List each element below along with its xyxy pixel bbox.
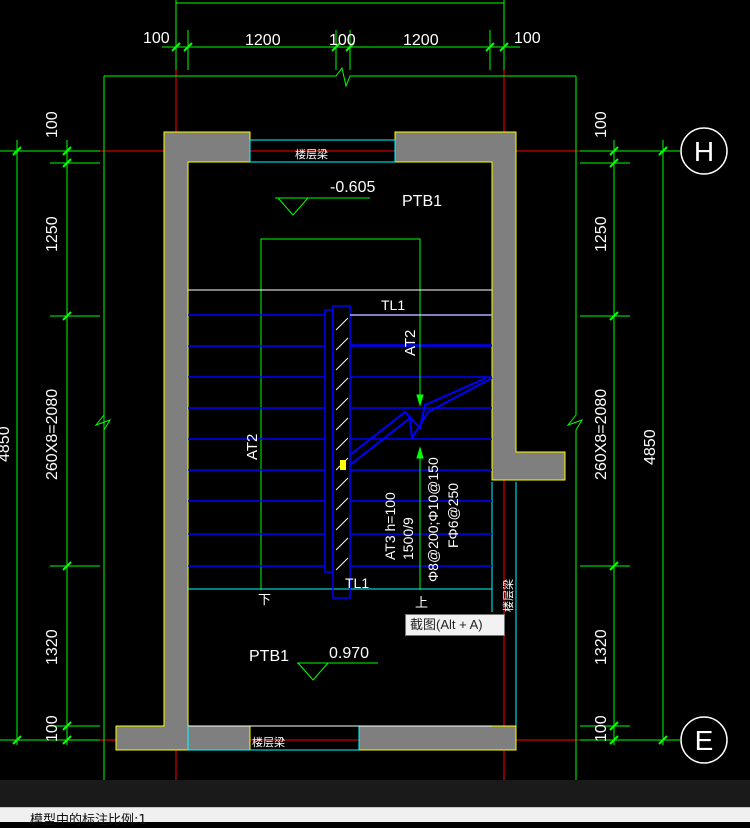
dir-down: 下 [258,592,271,607]
dim-right-1: 1250 [593,216,610,252]
dim-right-0: 100 [593,111,610,138]
at2-left: AT2 [244,434,261,460]
at3-line1: AT3 h=100 [382,492,398,560]
dim-left-4: 100 [44,715,61,742]
at2-right: AT2 [402,330,419,356]
dir-up: 上 [415,595,428,610]
stair-well [324,305,351,599]
platform-bottom: PTB1 [249,648,289,665]
break-line [349,377,493,466]
level-bottom: 0.970 [329,645,369,662]
dim-left-1: 1250 [44,216,61,252]
screenshot-tooltip: 截图(Alt + A) [405,614,505,636]
viewport-bottom-band [0,780,750,807]
axis-label-bottom: E [695,725,714,756]
dim-top-3: 1200 [403,32,439,49]
tl-bottom: TL1 [345,575,369,591]
dim-left-outer: 4850 [0,426,13,462]
level-top: -0.605 [330,179,375,196]
status-bar: 模型中的标注比例:1 [0,807,750,828]
tooltip-label: 截图(Alt + A) [410,617,483,632]
walk-lines [260,300,424,590]
status-text: 模型中的标注比例:1 [30,813,147,828]
beam-label-top: 楼层梁 [295,147,328,161]
beam-label-right: 楼层梁 [501,579,515,612]
dim-left-0: 100 [44,111,61,138]
at3-line2: 1500/9 [400,517,416,560]
at3-line4: FΦ6@250 [445,483,461,548]
dim-left-2: 260X8=2080 [44,389,61,480]
tl-top: TL1 [381,297,405,313]
axis-bubbles [680,127,728,764]
dim-top-1: 1200 [245,32,281,49]
dim-right-2: 260X8=2080 [593,389,610,480]
dim-left-3: 1320 [44,629,61,665]
axis-label-top: H [694,136,714,167]
dim-top-0: 100 [143,30,170,47]
at3-line3: Φ8@200;Φ10@150 [425,457,441,582]
dim-right-4: 100 [593,715,610,742]
dim-top-2: 100 [329,32,356,49]
level-markers [275,197,378,681]
floor-beams-white [188,289,492,727]
platform-top: PTB1 [402,193,442,210]
beam-label-bottom: 楼层梁 [252,735,285,749]
dim-right-outer: 4850 [642,429,659,465]
dimension-lines [0,0,680,780]
dim-top-4: 100 [514,30,541,47]
stair-plan-drawing[interactable]: H E [0,0,750,780]
dim-right-3: 1320 [593,629,610,665]
